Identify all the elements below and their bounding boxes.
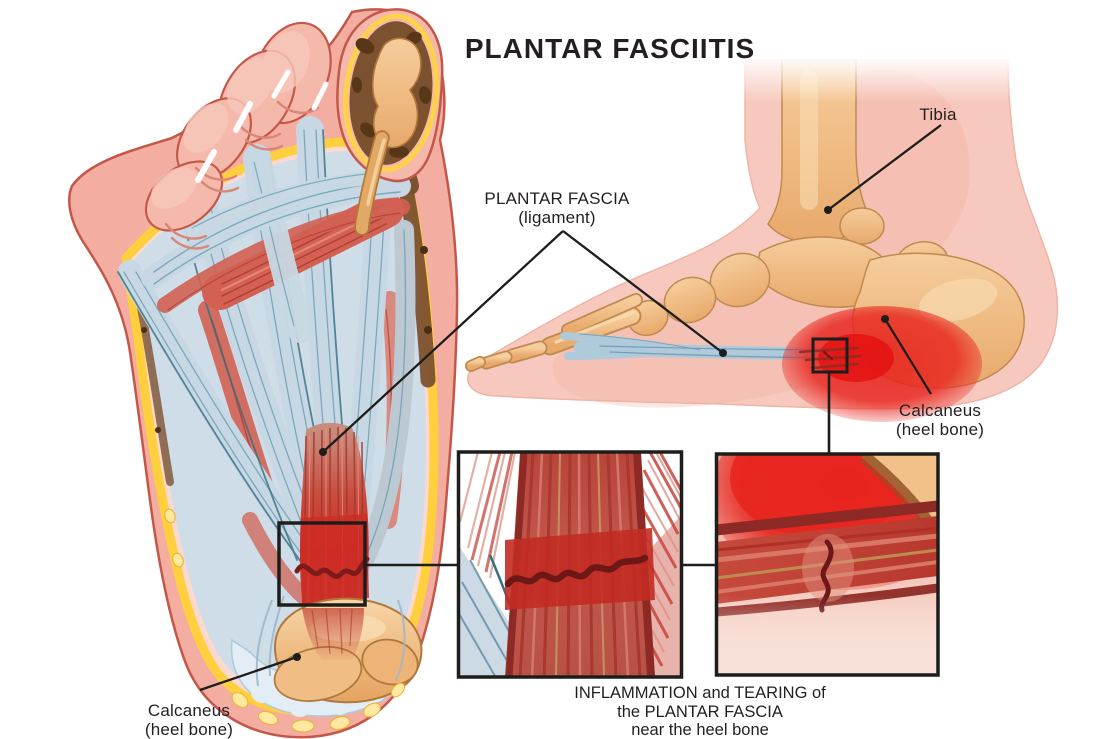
bone-corner [866,454,938,534]
inset-caption-line1: INFLAMMATION and TEARING of [574,684,826,702]
fascia-tear-left-foot [294,556,370,579]
calcaneus-left-label-line2: (heel bone) [144,720,234,739]
tibia-label: Tibia [919,105,957,124]
inset-tear-closeup [456,450,684,679]
plantar-fascia-label-line2: (ligament) [518,208,596,228]
inset-heel-border [714,452,940,677]
tissue-mottling [351,31,432,158]
toe-pads [150,31,310,209]
calcaneus-right-label-line2: (heel bone) [895,420,985,440]
malleolus [839,207,885,245]
page-title: PLANTAR FASCIITIS [464,33,756,64]
calcaneus-right-label-line1: Calcaneus [898,401,982,420]
metatarsal-toe-bones [465,293,643,372]
inflammation-zone [301,514,369,604]
calcaneus-right-leader [884,318,932,395]
plantar-foot-illustration [68,8,459,739]
side-foot-illustration [465,56,1059,422]
toe-gaps [195,69,329,183]
inset-caption: INFLAMMATION and TEARING of the PLANTAR … [574,684,826,739]
toe-bone [371,37,422,149]
big-toe-cutaway [336,8,444,236]
heel-inflammation-glow [782,306,982,422]
calcaneus-left-label: Calcaneus (heel bone) [145,701,233,739]
fascia-tear-closeup [504,554,649,588]
calcaneus-left-label-line1: Calcaneus [147,701,231,720]
inset-caption-line2: the PLANTAR FASCIA [617,702,783,721]
plantar-fascia-leader-right [562,230,724,354]
toe-creases [164,100,320,250]
inset-tear-border [456,450,684,679]
inset-connector-lines [365,372,831,567]
leader-lines [199,124,942,692]
plantar-fascia-label-line1: PLANTAR FASCIA [484,189,630,208]
inset-heel-closeup [714,452,940,677]
plantar-fascia-label: PLANTAR FASCIA (ligament) [484,189,629,227]
calcaneus-left-leader [199,655,298,692]
fat-lobules [164,508,406,733]
leader-dots [293,206,889,661]
tibia-leader [827,124,942,211]
calcaneus-right-label: Calcaneus (heel bone) [896,401,984,439]
plantar-fascia-leader-left [322,230,564,453]
inset-caption-line3: near the heel bone [631,721,769,739]
